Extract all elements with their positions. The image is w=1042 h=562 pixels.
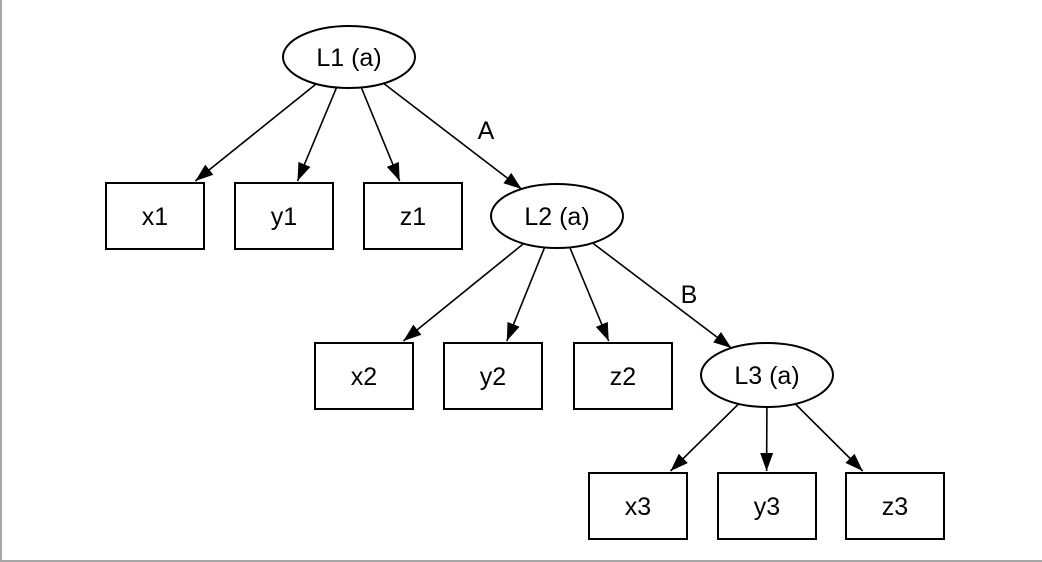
observed-box-z3	[845, 472, 945, 540]
latent-ellipse-L3	[700, 342, 834, 408]
observed-box-z2	[573, 342, 673, 410]
observed-box-z1	[363, 182, 463, 250]
node-label-x1: x1	[142, 203, 168, 231]
node-z1: z1	[363, 182, 463, 250]
edge-L2-y2	[506, 247, 546, 342]
edge-L1-y1	[296, 87, 338, 182]
node-label-y3: y3	[754, 493, 780, 521]
edge-label-A: A	[478, 117, 495, 145]
node-label-z1: z1	[400, 203, 426, 231]
node-label-L2: L2 (a)	[524, 203, 589, 231]
node-label-z2: z2	[610, 363, 636, 391]
observed-box-y2	[443, 342, 543, 410]
node-L2: L2 (a)	[490, 183, 624, 249]
node-z2: z2	[573, 342, 673, 410]
node-x2: x2	[314, 342, 414, 410]
node-y1: y1	[234, 182, 334, 250]
observed-box-x2	[314, 342, 414, 410]
node-y3: y3	[717, 472, 817, 540]
edge-L2-z2	[569, 247, 610, 342]
node-label-x3: x3	[625, 493, 651, 521]
edge-L3-x3	[669, 403, 740, 472]
latent-ellipse-L2	[490, 183, 624, 249]
node-label-z3: z3	[882, 493, 908, 521]
node-label-x2: x2	[351, 363, 377, 391]
edge-label-B: B	[681, 281, 698, 309]
latent-ellipse-L1	[282, 25, 416, 89]
edge-L2-L3	[592, 242, 732, 349]
node-L1: L1 (a)	[282, 25, 416, 89]
node-L3: L3 (a)	[700, 342, 834, 408]
observed-box-y3	[717, 472, 817, 540]
observed-box-x3	[588, 472, 688, 540]
node-y2: y2	[443, 342, 543, 410]
edge-group: A B	[194, 82, 864, 472]
node-x1: x1	[105, 182, 205, 250]
edge-L1-x1	[194, 83, 317, 182]
observed-box-y1	[234, 182, 334, 250]
node-label-L3: L3 (a)	[734, 362, 799, 390]
node-label-L1: L1 (a)	[316, 44, 381, 72]
edge-L1-L2	[383, 82, 523, 190]
edge-L2-x2	[402, 242, 525, 342]
node-x3: x3	[588, 472, 688, 540]
observed-box-x1	[105, 182, 205, 250]
node-z3: z3	[845, 472, 945, 540]
edge-L1-z1	[360, 87, 401, 182]
edge-L3-z3	[794, 403, 864, 472]
node-label-y1: y1	[271, 203, 297, 231]
node-label-y2: y2	[480, 363, 506, 391]
